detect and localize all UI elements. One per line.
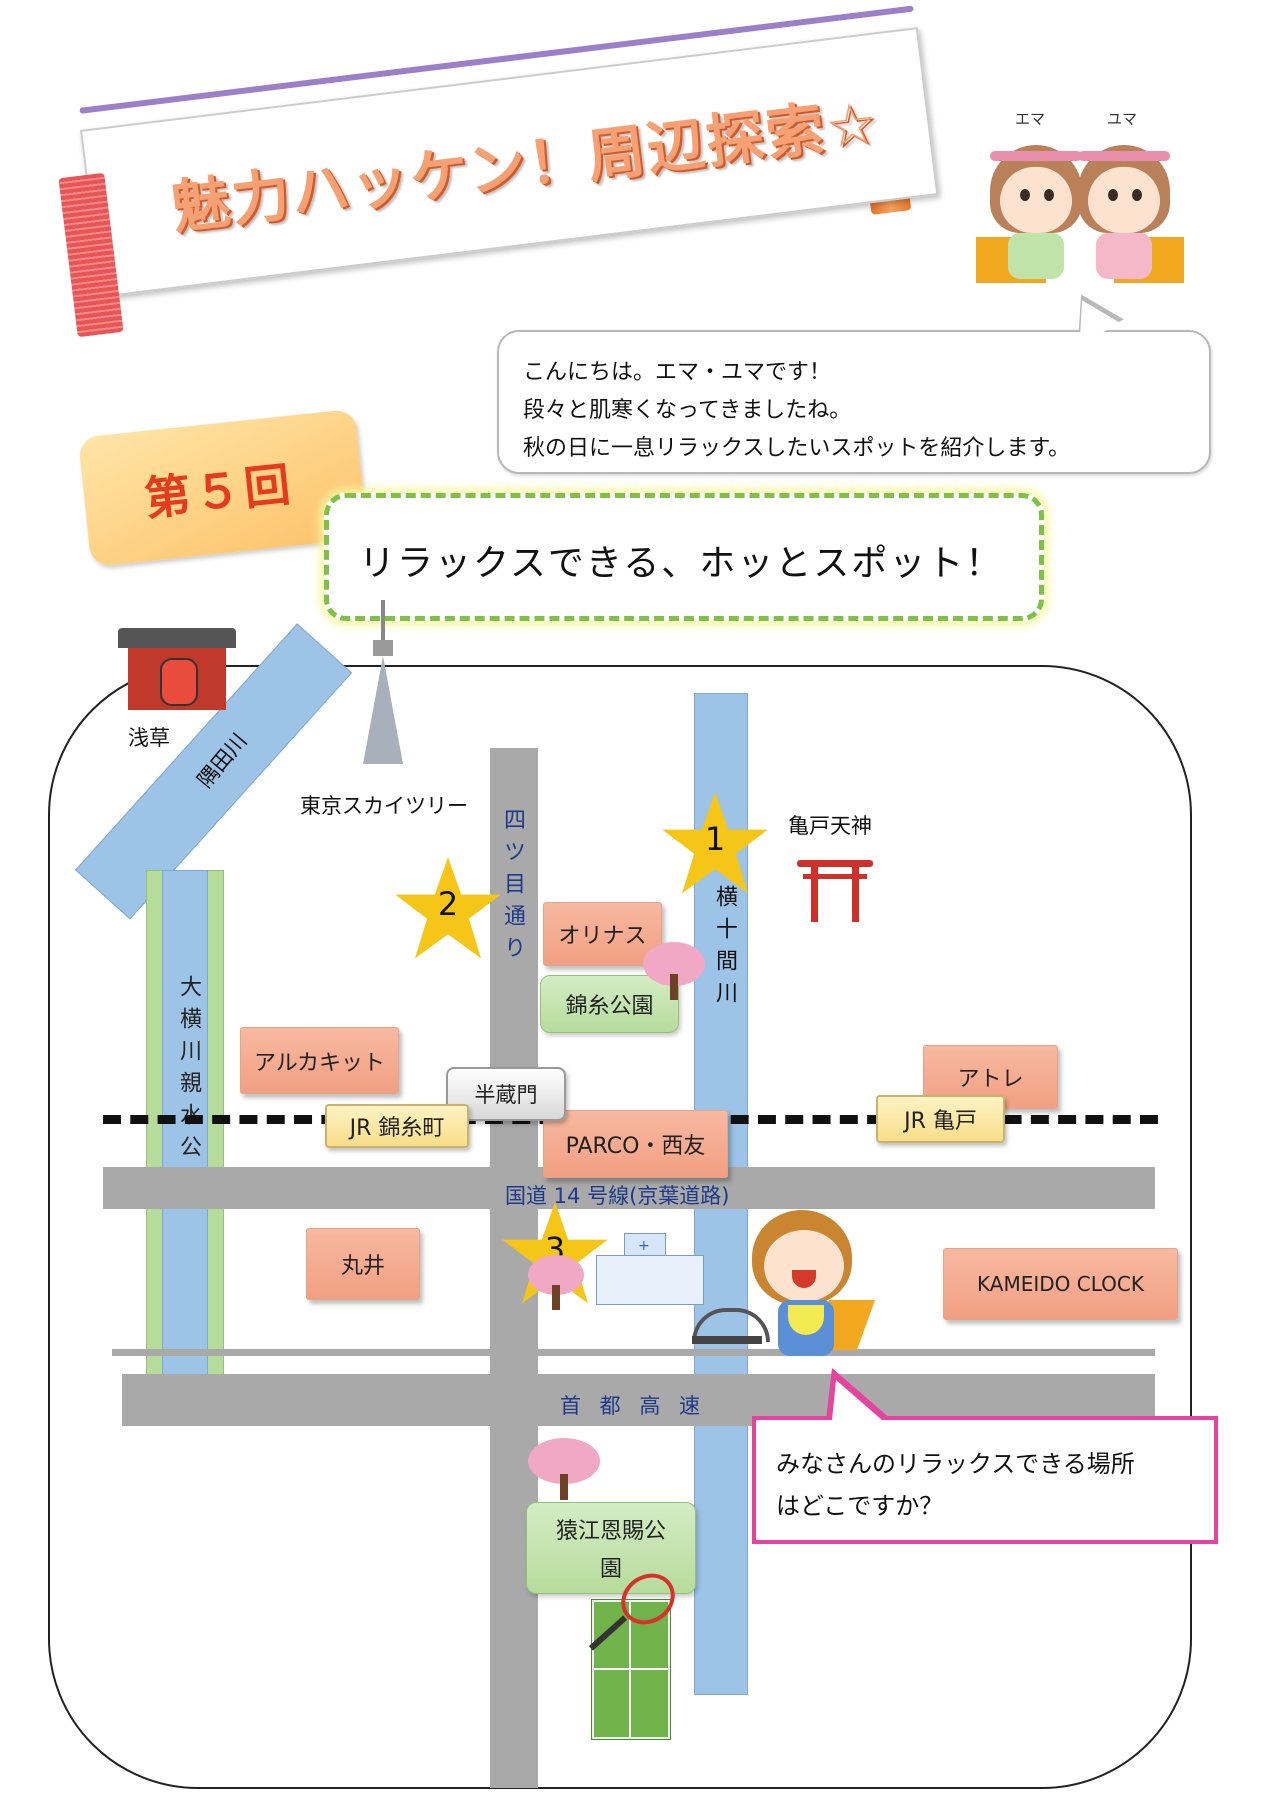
jr-kameido-station-badge: JR 亀戸 bbox=[876, 1095, 1005, 1143]
boy-bib bbox=[788, 1305, 824, 1335]
atre-building: アトレ bbox=[923, 1045, 1058, 1109]
cherry-tree-icon bbox=[643, 942, 705, 1000]
oyokogawa-label: 大横川親水公園 bbox=[176, 975, 201, 1199]
parco-seiyu-building: PARCO・西友 bbox=[543, 1110, 728, 1178]
thin-road bbox=[112, 1349, 1155, 1356]
yotsume-label: 四ツ目通り bbox=[500, 808, 525, 968]
greeting-line-2: 段々と肌寒くなってきましたね。 bbox=[523, 398, 852, 423]
sarue-park: 猿江恩賜公 園 bbox=[526, 1502, 696, 1594]
kinshi-park: 錦糸公園 bbox=[540, 975, 679, 1033]
jr-kinshicho-station-badge: JR 錦糸町 bbox=[325, 1104, 469, 1148]
asakusa-gate-icon bbox=[118, 628, 236, 716]
subtitle-text: リラックスできる、ホッとスポット！ bbox=[359, 543, 1004, 584]
page-title: 魅力ハッケン！周辺探索☆ bbox=[168, 87, 884, 243]
shuto-label: 首 都 高 速 bbox=[560, 1394, 707, 1418]
arcakit-building: アルカキット bbox=[240, 1027, 399, 1094]
yuma-label: ユマ bbox=[1107, 110, 1138, 128]
kameido-tenjin-label: 亀戸天神 bbox=[788, 814, 872, 838]
subtitle-box: リラックスできる、ホッとスポット！ bbox=[324, 493, 1044, 621]
yokojukken-label: 横十間川 bbox=[712, 885, 737, 1013]
question-line-2: はどこですか？ bbox=[776, 1492, 944, 1520]
hospital-icon: + bbox=[596, 1233, 704, 1305]
star-1-number: 1 bbox=[704, 820, 726, 858]
skytree-label: 東京スカイツリー bbox=[300, 794, 468, 818]
kameido-clock-building: KAMEIDO CLOCK bbox=[943, 1248, 1178, 1320]
star-2-number: 2 bbox=[437, 885, 459, 923]
boy-mouth bbox=[792, 1270, 816, 1288]
title-banner: 魅力ハッケン！周辺探索☆ bbox=[80, 27, 939, 298]
greeting-bubble: こんにちは。エマ・ユマです！ 段々と肌寒くなってきましたね。 秋の日に一息リラッ… bbox=[497, 330, 1211, 474]
boy-face bbox=[764, 1230, 844, 1302]
spot-star-1: 1 bbox=[660, 790, 770, 900]
skytree-icon bbox=[363, 600, 403, 765]
episode-label: 第５回 bbox=[141, 456, 297, 527]
tennis-court-icon bbox=[591, 1599, 671, 1740]
marui-building: 丸井 bbox=[306, 1228, 420, 1300]
torii-icon bbox=[797, 860, 873, 922]
yuma-character-icon bbox=[1078, 145, 1184, 295]
question-bubble-tail-inner bbox=[832, 1380, 882, 1420]
sarue-park-line-2: 園 bbox=[599, 1557, 622, 1582]
cherry-tree-icon bbox=[528, 1255, 584, 1310]
map-frame bbox=[48, 665, 1192, 1789]
star-2-icon bbox=[395, 857, 501, 959]
asakusa-label: 浅草 bbox=[128, 726, 170, 750]
cherry-tree-icon bbox=[528, 1438, 600, 1500]
greeting-line-3: 秋の日に一息リラックスしたいスポットを紹介します。 bbox=[523, 436, 1071, 461]
olinas-building: オリナス bbox=[543, 902, 662, 966]
route-14-label: 国道 14 号線(京葉道路) bbox=[505, 1184, 730, 1208]
sarue-park-line-1: 猿江恩賜公 bbox=[555, 1519, 666, 1544]
ema-character-icon bbox=[976, 145, 1082, 295]
ema-label: エマ bbox=[1015, 110, 1046, 128]
bridge-icon bbox=[692, 1308, 770, 1346]
question-line-1: みなさんのリラックスできる場所 bbox=[776, 1450, 1135, 1478]
question-bubble: みなさんのリラックスできる場所 はどこですか？ bbox=[752, 1416, 1218, 1544]
star-3-icon bbox=[502, 1202, 608, 1304]
star-1-icon bbox=[662, 792, 768, 894]
greeting-line-1: こんにちは。エマ・ユマです！ bbox=[523, 360, 832, 385]
spot-star-2: 2 bbox=[393, 855, 503, 965]
